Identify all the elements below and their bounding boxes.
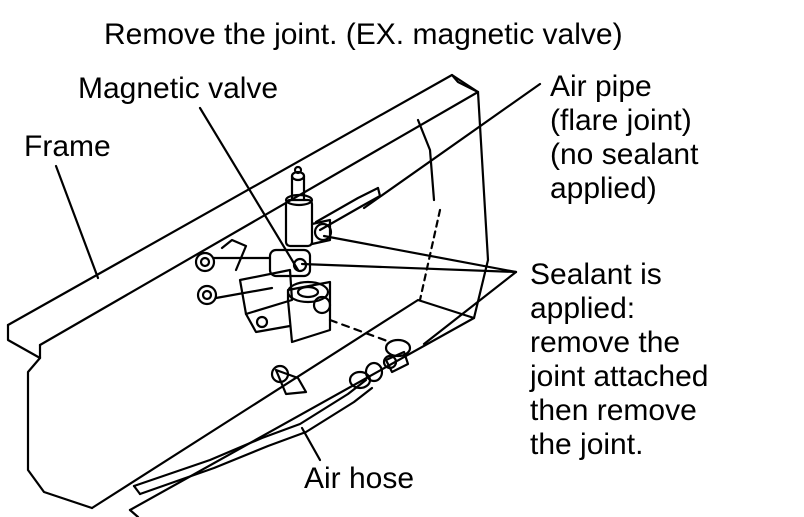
magnetic-valve-label: Magnetic valve: [78, 72, 279, 105]
magnetic-valve-drawing: [194, 165, 332, 344]
frame-label: Frame: [24, 130, 111, 163]
sealant-label-line: Sealant is: [530, 258, 662, 291]
leader-lines: [54, 82, 542, 462]
air-pipe-label-line: Air pipe: [550, 70, 652, 103]
air-pipe-label-line: (flare joint): [550, 104, 692, 137]
fittings-drawing: [270, 318, 412, 396]
air-pipe-drawing: [313, 186, 382, 242]
sealant-label-line: joint attached: [530, 360, 709, 393]
air-pipe-label-line: (no sealant: [550, 138, 699, 171]
sealant-label-line: the joint.: [530, 428, 644, 461]
sealant-label-line: remove the: [530, 326, 681, 359]
air-pipe-label-line: applied): [550, 172, 657, 205]
sealant-label: Sealant is applied: remove the joint att…: [530, 258, 708, 462]
sealant-label-line: then remove: [530, 394, 697, 427]
air-hose-label: Air hose: [304, 462, 415, 495]
air-pipe-label: Air pipe (flare joint) (no sealant appli…: [550, 70, 698, 206]
sealant-label-line: applied:: [530, 292, 636, 325]
air-hose-drawing: [132, 361, 384, 496]
page-title: Remove the joint. (EX. magnetic valve): [104, 18, 623, 51]
frame-drawing: [6, 73, 490, 517]
